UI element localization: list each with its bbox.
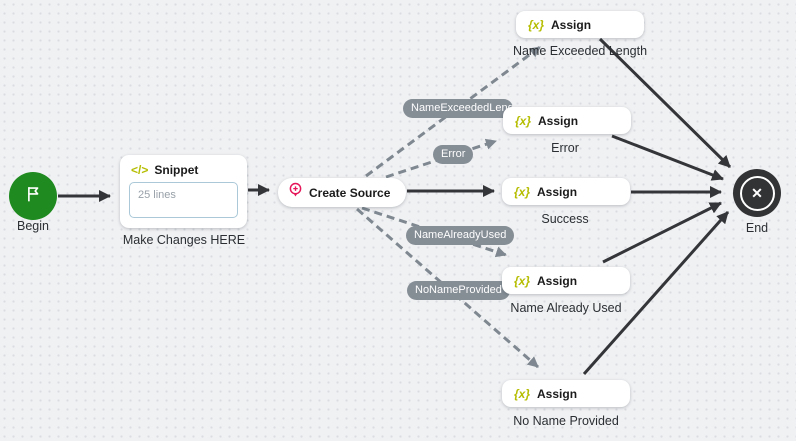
edge-alreadyused-end — [602, 201, 722, 264]
snippet-body[interactable]: 25 lines — [129, 182, 238, 218]
edge-label-error[interactable]: Error — [433, 145, 474, 164]
pin-plus-icon — [288, 182, 303, 204]
assign-title: Assign — [537, 273, 578, 288]
snippet-node[interactable]: </> Snippet 25 lines — [120, 155, 247, 228]
edge-noname-end — [582, 211, 730, 375]
assign-node-no-name-provided[interactable]: {x} Assign — [502, 380, 630, 407]
code-icon: </> — [131, 163, 149, 177]
braces-x-icon: {x} — [515, 113, 532, 128]
assign-caption-error: Error — [551, 141, 579, 155]
assign-title: Assign — [538, 113, 579, 128]
edge-error-end — [611, 134, 724, 181]
edge-label-no-name-provided[interactable]: NoNameProvided — [407, 281, 510, 300]
edge-exceeded-end — [598, 37, 732, 169]
assign-node-name-already-used[interactable]: {x} Assign — [502, 267, 630, 294]
assign-node-error[interactable]: {x} Assign — [503, 107, 631, 134]
braces-x-icon: {x} — [514, 273, 531, 288]
end-node[interactable]: ✕ — [733, 169, 781, 217]
assign-caption-name-already-used: Name Already Used — [510, 301, 622, 315]
assign-caption-name-exceeded-length: Name Exceeded Length — [512, 44, 648, 58]
assign-title: Assign — [551, 17, 592, 32]
end-caption: End — [745, 221, 769, 235]
create-source-title: Create Source — [309, 185, 391, 200]
braces-x-icon: {x} — [514, 184, 531, 199]
begin-caption: Begin — [17, 219, 49, 233]
snippet-title: Snippet — [154, 163, 199, 177]
edge-label-name-already-used[interactable]: NameAlreadyUsed — [406, 226, 515, 245]
assign-caption-no-name-provided: No Name Provided — [513, 414, 619, 428]
edge-label-name-exceeded[interactable]: NameExceededLength — [403, 99, 513, 118]
braces-x-icon: {x} — [514, 386, 531, 401]
close-icon: ✕ — [751, 185, 763, 201]
braces-x-icon: {x} — [528, 17, 545, 32]
assign-title: Assign — [537, 386, 578, 401]
begin-node[interactable] — [9, 172, 57, 220]
flag-icon — [22, 183, 44, 210]
assign-node-name-exceeded-length[interactable]: {x} Assign — [516, 11, 644, 38]
snippet-caption: Make Changes HERE — [122, 233, 246, 247]
create-source-node[interactable]: Create Source — [278, 178, 406, 207]
assign-title: Assign — [537, 184, 578, 199]
assign-node-success[interactable]: {x} Assign — [502, 178, 630, 205]
assign-caption-success: Success — [541, 212, 589, 226]
